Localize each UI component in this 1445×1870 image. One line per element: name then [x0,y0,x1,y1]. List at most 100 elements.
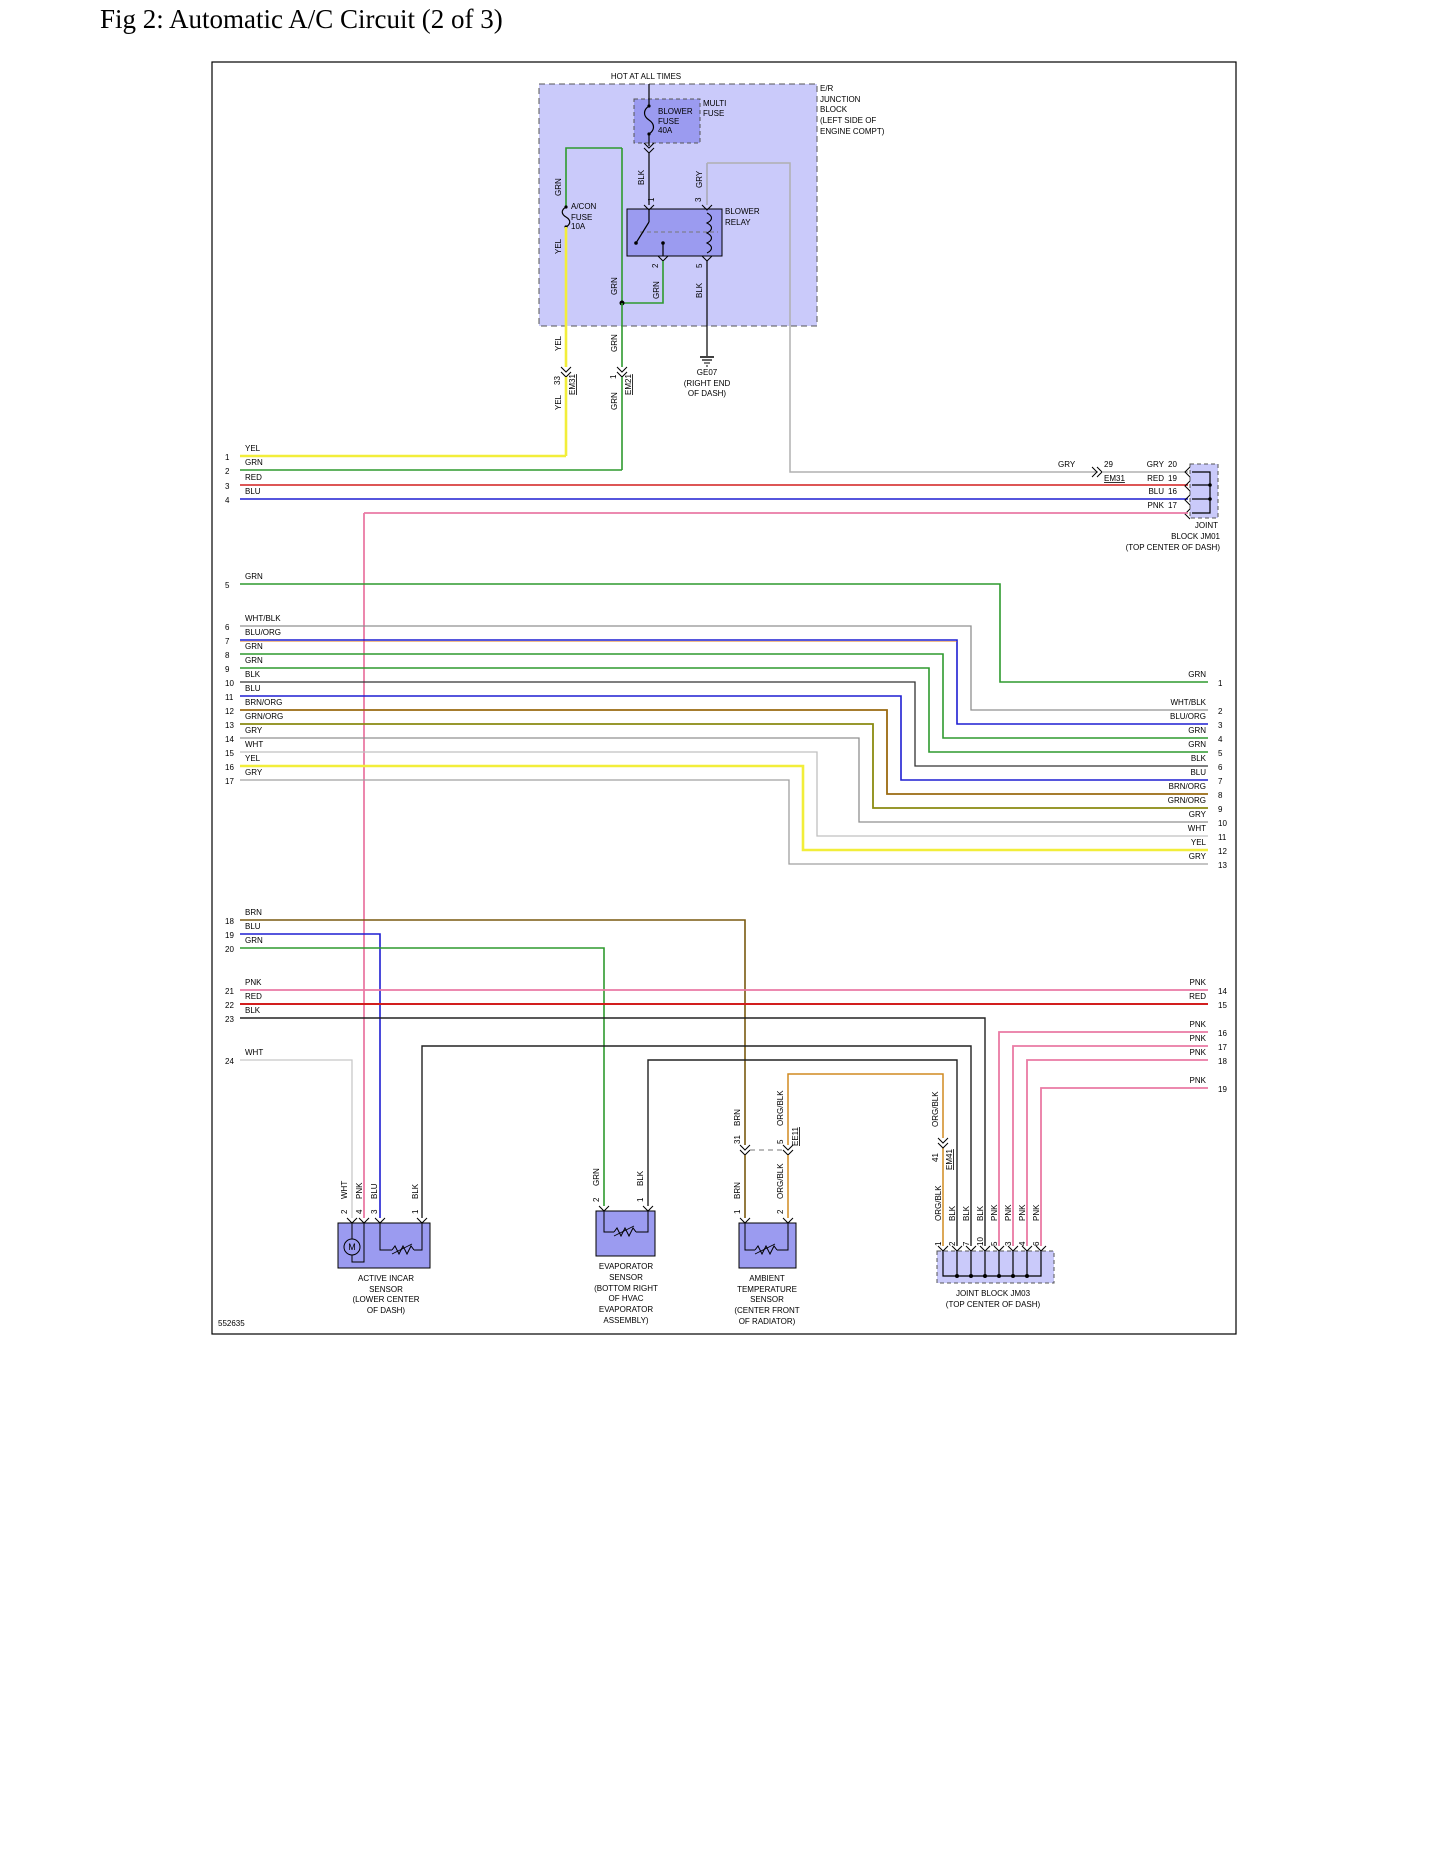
right-wire-number: 16 [1218,1029,1227,1038]
er-label-line: JUNCTION [820,95,861,104]
left-wire-color: BLU [245,487,261,496]
wire-left-20 [240,947,605,1206]
jm01-wire-label: RED [1147,474,1164,483]
right-wire-number: 9 [1218,805,1223,814]
right-wire-number: 12 [1218,847,1227,856]
left-wire-color: YEL [245,444,261,453]
wire-label-blk: BLK [695,282,704,298]
er-label-line: BLOCK [820,105,848,114]
right-wire-number: 19 [1218,1085,1227,1094]
ambient-temperature-sensor [738,1217,797,1269]
relay-switch [635,221,650,244]
left-wire-color: GRN [245,458,263,467]
relay-coil [705,212,713,254]
right-wire-color: RED [1189,992,1206,1001]
pin-label: 31 [733,1135,742,1144]
incar-thermistor [391,1244,415,1256]
acon-fuse-symbol [561,206,571,228]
jm03-pin: 7 [962,1241,971,1246]
incar-wire: PNK [355,1182,364,1199]
left-wire-number: 12 [225,707,234,716]
incar-pin: 2 [340,1209,349,1214]
hot-at-all-times-label: HOT AT ALL TIMES [611,72,681,81]
jm01-label: JOINT [1195,521,1218,530]
left-wire-color: WHT [245,740,263,749]
wire-left-11 [240,695,1208,781]
jm03-pin: 5 [990,1241,999,1246]
jm03-pin: 3 [1004,1241,1013,1246]
ambient-label: (CENTER FRONT [734,1306,799,1315]
wire-label-blk: BLK [637,169,646,185]
wire-left-23 [240,1017,986,1246]
left-wire-color: WHT/BLK [245,614,281,623]
blower-fuse-label: 40A [658,126,673,135]
jm03-wire: BLK [976,1205,985,1221]
left-wire-number: 23 [225,1015,234,1024]
right-wire-number: 13 [1218,861,1227,870]
wire-left-10 [240,681,1208,767]
wire-left-24 [240,1059,353,1218]
jm01-input-wire-label: GRY [1058,460,1076,469]
evap-wire: BLK [636,1170,645,1186]
jm03-pin: 2 [948,1241,957,1246]
right-wire-color: BLU [1190,768,1206,777]
incar-pin: 4 [355,1209,364,1214]
left-wire-color: GRY [245,726,263,735]
jm01-wire-label: GRY [1147,460,1165,469]
left-wire-number: 16 [225,763,234,772]
jm03-pin: 4 [1018,1241,1027,1246]
ambient-wire: ORG/BLK [776,1163,785,1199]
incar-label: OF DASH) [367,1306,406,1315]
evap-wire: GRN [592,1168,601,1186]
blower-relay-label: RELAY [725,218,751,227]
wire-left-8 [240,653,1208,739]
left-wire-number: 17 [225,777,234,786]
evap-pin: 1 [636,1197,645,1202]
wire-left-18 [240,919,746,1145]
left-wire-labels: 1YEL2GRN3RED4BLU5GRN6WHT/BLK7BLU/ORG8GRN… [225,444,283,1066]
wire-left-15 [240,751,1208,837]
ground-label: (RIGHT END [684,379,731,388]
pin-label: 41 [931,1153,940,1162]
ambient-pin: 1 [733,1209,742,1214]
blower-fuse-label: FUSE [658,117,679,126]
left-wire-number: 18 [225,917,234,926]
wire-label-grn: GRN [554,178,563,196]
left-wire-color: WHT [245,1048,263,1057]
left-wire-color: GRN [245,642,263,651]
relay-pin-label: 1 [647,197,656,202]
jm03-wire: PNK [1032,1204,1041,1221]
wire-label-grn: GRN [610,277,619,295]
relay-pin-label: 5 [695,263,704,268]
jm01-wire-label: PNK [1148,501,1165,510]
ambient-label: TEMPERATURE [737,1285,797,1294]
right-wire-color: PNK [1190,1048,1207,1057]
left-wire-color: GRN [245,656,263,665]
jm01-label: (TOP CENTER OF DASH) [1126,543,1221,552]
left-wire-color: BRN/ORG [245,698,282,707]
evap-label: EVAPORATOR [599,1262,653,1271]
wire-label-grn: GRN [652,281,661,299]
multi-fuse-label: MULTI [703,99,726,108]
diagram-id: 552635 [218,1319,245,1328]
ground-label: GE07 [697,368,718,377]
acon-fuse-label: A/CON [571,202,597,211]
right-wire-number: 4 [1218,735,1223,744]
connector-ee11: EE11 [791,1126,800,1146]
jm03-wire: PNK [1004,1204,1013,1221]
incar-pin: 3 [370,1209,379,1214]
right-wire-color: WHT/BLK [1170,698,1206,707]
right-wire-color: BLU/ORG [1170,712,1206,721]
evap-label: (BOTTOM RIGHT [594,1284,658,1293]
right-wire-number: 6 [1218,763,1223,772]
wire-left-7 [240,639,1208,725]
left-wire-color: YEL [245,754,261,763]
wire-label-gry: GRY [695,170,704,188]
right-wire-number: 3 [1218,721,1223,730]
er-label-line: ENGINE COMPT) [820,127,885,136]
right-wire-color: BRN/ORG [1169,782,1206,791]
motor-letter: M [348,1242,356,1252]
connector-em31: EM31 [568,374,577,395]
right-wire-color: PNK [1190,1034,1207,1043]
right-wire-color: YEL [1191,838,1207,847]
